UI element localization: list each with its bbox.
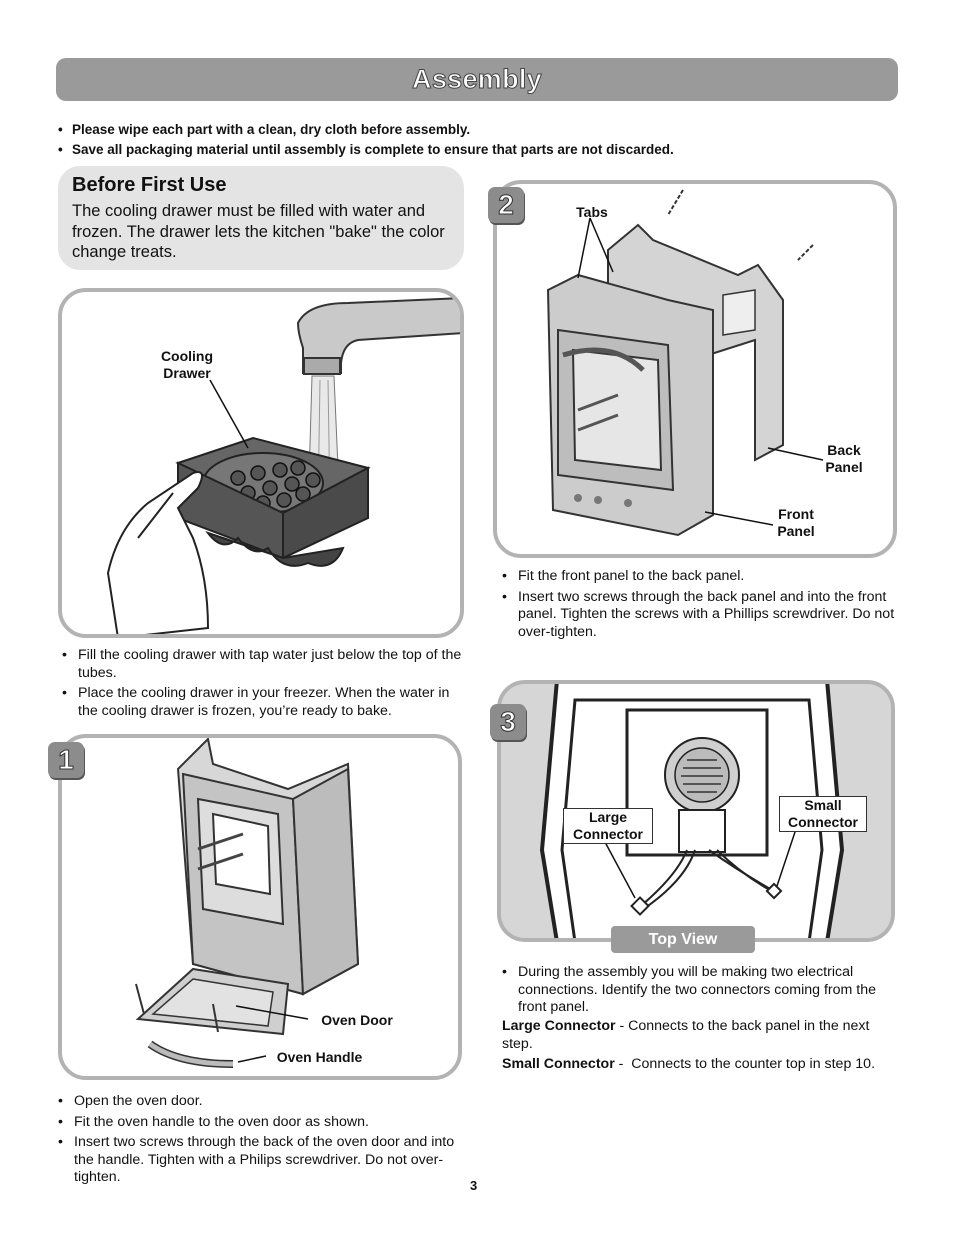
before-first-use-box: Before First Use The cooling drawer must…	[58, 166, 464, 270]
definition-desc: Connects to the counter top in step 10.	[631, 1056, 876, 1072]
list-item: Fit the oven handle to the oven door as …	[58, 1114, 458, 1132]
small-connector-label: Small Connector	[779, 796, 867, 832]
panels-illustration	[546, 189, 824, 537]
cooling-bullets: Fill the cooling drawer with tap water j…	[62, 647, 464, 723]
before-first-use-title: Before First Use	[72, 174, 227, 196]
step1-badge: 1	[48, 742, 84, 778]
large-connector-label: Large Connector	[563, 808, 653, 844]
step2-bullets: Fit the front panel to the back panel. I…	[502, 568, 897, 644]
connector-definitions: Large Connector - Connects to the back p…	[502, 1018, 897, 1077]
definition-separator: -	[614, 1056, 632, 1072]
list-item: Fill the cooling drawer with tap water j…	[62, 647, 464, 682]
step2-panel: Tabs Back Panel Front Panel	[493, 180, 897, 558]
list-item: Insert two screws through the back of th…	[58, 1134, 458, 1187]
oven-door-label: Oven Door	[321, 1012, 393, 1028]
oven-frame-illustration	[135, 738, 360, 1068]
step1-bullets: Open the oven door. Fit the oven handle …	[58, 1093, 458, 1190]
definition-desc: Connects to the back panel in the next s…	[502, 1018, 870, 1052]
definition-large-connector: Large Connector - Connects to the back p…	[502, 1018, 897, 1053]
step3-panel: Large Connector Small Connector	[497, 680, 895, 942]
cooling-drawer-illustration	[106, 297, 460, 634]
list-item: Open the oven door.	[58, 1093, 458, 1111]
top-view-illustration	[539, 684, 845, 938]
step3-badge: 3	[490, 704, 526, 740]
tabs-label: Tabs	[576, 204, 608, 220]
note-item: Save all packaging material until assemb…	[58, 140, 898, 160]
back-panel-label: Back Panel	[825, 442, 863, 475]
cooling-drawer-label: Cooling Drawer	[160, 348, 214, 381]
general-notes: Please wipe each part with a clean, dry …	[58, 120, 898, 159]
note-item: Please wipe each part with a clean, dry …	[58, 120, 898, 140]
top-view-badge: Top View	[611, 926, 755, 953]
list-item: Insert two screws through the back panel…	[502, 589, 897, 642]
definition-separator: -	[615, 1018, 629, 1034]
definition-small-connector: Small Connector - Connects to the counte…	[502, 1056, 897, 1074]
definition-term: Large Connector	[502, 1018, 616, 1034]
before-first-use-text: The cooling drawer must be filled with w…	[72, 202, 445, 261]
page-title: Assembly	[412, 64, 543, 95]
page-number: 3	[470, 1178, 478, 1193]
assembly-banner: Assembly	[56, 58, 898, 101]
cooling-drawer-panel: Cooling Drawer	[58, 288, 464, 638]
definition-term: Small Connector	[502, 1056, 615, 1072]
step1-panel: Oven Door Oven Handle	[58, 734, 462, 1080]
step2-badge: 2	[488, 187, 524, 223]
front-panel-label: Front Panel	[777, 506, 815, 539]
list-item: During the assembly you will be making t…	[502, 964, 897, 1017]
oven-handle-label: Oven Handle	[276, 1049, 363, 1065]
list-item: Fit the front panel to the back panel.	[502, 568, 897, 586]
step3-bullets: During the assembly you will be making t…	[502, 964, 897, 1020]
list-item: Place the cooling drawer in your freezer…	[62, 685, 464, 720]
